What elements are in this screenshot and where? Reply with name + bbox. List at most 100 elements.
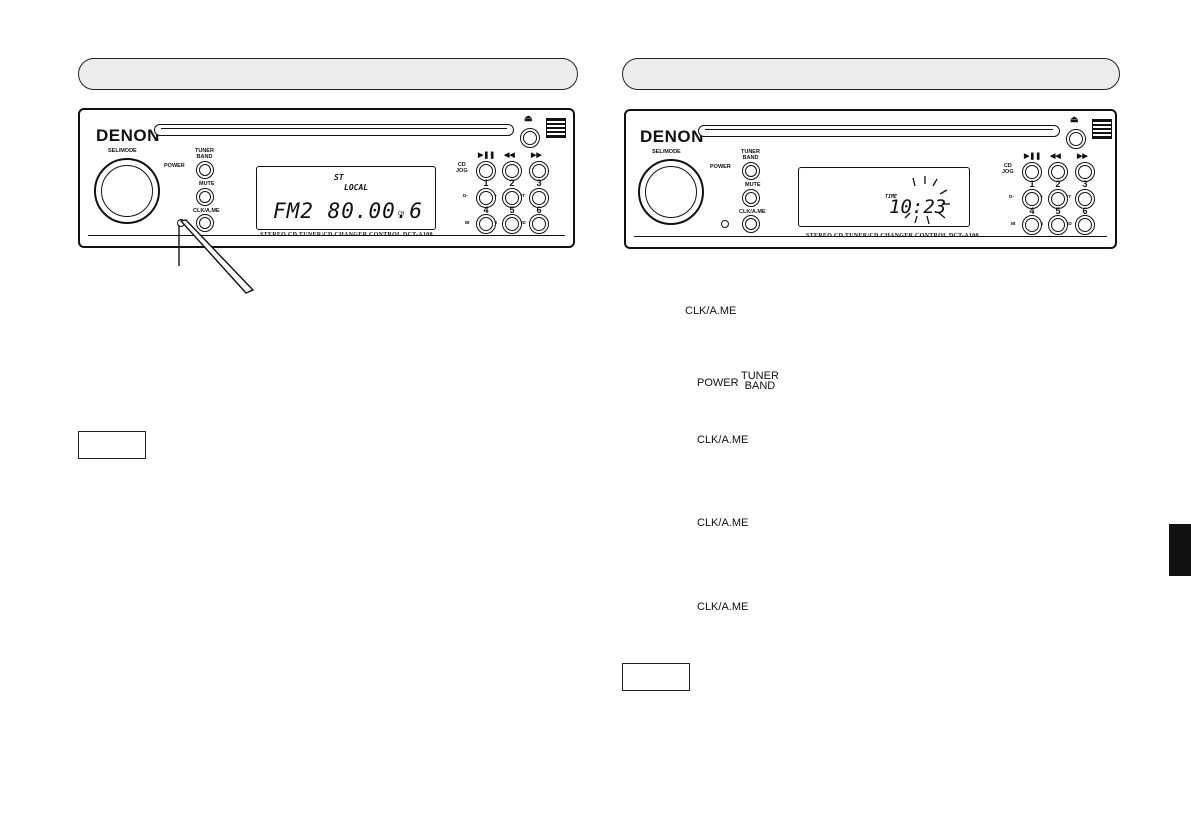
left-lcd-unit: CH xyxy=(398,211,405,217)
left-num-6: 6 xyxy=(536,205,542,215)
right-preset-1[interactable] xyxy=(1022,189,1042,209)
step4-key-label: CLK/A.ME xyxy=(697,517,749,529)
left-preset-4[interactable] xyxy=(476,214,496,234)
right-cd-slot xyxy=(698,125,1060,137)
right-reset-hole[interactable] xyxy=(721,220,729,228)
left-lcd-display: ST LOCAL FM2 80.00.6 CH xyxy=(256,166,436,230)
left-clk-ame-button[interactable] xyxy=(196,214,214,232)
left-tuner-band-button[interactable] xyxy=(196,161,214,179)
step5-key-label: CLK/A.ME xyxy=(697,601,749,613)
right-ib-label: IB xyxy=(1011,221,1016,226)
right-next-button[interactable] xyxy=(1075,162,1095,182)
left-num-1: 1 xyxy=(483,178,489,188)
left-brand-logo: DENON xyxy=(96,126,160,145)
right-preset-5[interactable] xyxy=(1048,215,1068,235)
right-model-line: STEREO CD TUNER/CD CHANGER CONTROL DCT-A… xyxy=(806,233,979,239)
left-knob-label: SEL/MODE xyxy=(108,148,137,154)
step2-power-key-label: POWER xyxy=(697,377,739,389)
right-sel-mode-knob[interactable] xyxy=(638,159,704,225)
step3-key-label: CLK/A.ME xyxy=(697,434,749,446)
left-prev-icon: ◀◀ xyxy=(504,152,515,159)
left-num-3: 3 xyxy=(536,178,542,188)
right-eject-icon: ⏏ xyxy=(1070,114,1079,124)
right-preset-6[interactable] xyxy=(1075,215,1095,235)
left-note-box xyxy=(78,431,146,459)
left-lcd-st: ST xyxy=(334,173,344,182)
right-tuner-band-button[interactable] xyxy=(742,162,760,180)
left-preset-5[interactable] xyxy=(502,214,522,234)
left-cd-slot xyxy=(154,124,514,136)
right-clk-ame-button[interactable] xyxy=(742,215,760,233)
right-play-button[interactable] xyxy=(1022,162,1042,182)
right-num-6: 6 xyxy=(1082,206,1088,216)
left-lcd-main: FM2 80.00.6 xyxy=(273,199,424,223)
left-clk-label: CLK/A.ME xyxy=(193,208,220,214)
right-preset-3[interactable] xyxy=(1075,189,1095,209)
right-play-pause-icon: ▶❚❚ xyxy=(1024,153,1042,160)
right-prev-button[interactable] xyxy=(1048,162,1068,182)
right-section-header xyxy=(622,58,1120,90)
right-preset-2[interactable] xyxy=(1048,189,1068,209)
right-preset-4[interactable] xyxy=(1022,215,1042,235)
right-next-icon: ▶▶ xyxy=(1077,153,1088,160)
left-cd-logo-icon xyxy=(546,118,566,138)
left-sel-mode-knob[interactable] xyxy=(94,158,160,224)
right-knob-label: SEL/MODE xyxy=(652,149,681,155)
step1-key-label: CLK/A.ME xyxy=(685,305,737,317)
right-note-box xyxy=(622,663,690,691)
left-num-2: 2 xyxy=(509,178,515,188)
step2-tuner-line: TUNER xyxy=(741,370,779,382)
right-power-label: POWER xyxy=(710,164,731,170)
right-unit-bottom-line xyxy=(634,236,1107,237)
left-prev-button[interactable] xyxy=(502,161,522,181)
right-mute-button[interactable] xyxy=(742,189,760,207)
left-dminus-label: D- xyxy=(463,193,468,198)
left-mute-button[interactable] xyxy=(196,188,214,206)
left-unit-bottom-line xyxy=(88,235,565,236)
right-cd-logo-icon xyxy=(1092,119,1112,139)
right-mute-label: MUTE xyxy=(745,182,761,188)
right-lcd-clock: 10:23 xyxy=(889,196,947,218)
step2-band-line: BAND xyxy=(744,380,776,392)
left-preset-1[interactable] xyxy=(476,188,496,208)
left-next-icon: ▶▶ xyxy=(531,152,542,159)
left-preset-2[interactable] xyxy=(502,188,522,208)
page-edge-tab xyxy=(1169,524,1191,576)
right-prev-icon: ◀◀ xyxy=(1050,153,1061,160)
right-lcd-blink-icon xyxy=(904,176,950,225)
left-num-4: 4 xyxy=(483,205,489,215)
left-section-header xyxy=(78,58,578,90)
right-clk-label: CLK/A.ME xyxy=(739,209,766,215)
right-num-3: 3 xyxy=(1082,179,1088,189)
left-ib-label: IB xyxy=(465,220,470,225)
right-num-4: 4 xyxy=(1029,206,1035,216)
right-num-2: 2 xyxy=(1055,179,1061,189)
right-lcd-display: TIME 10:23 xyxy=(798,167,970,227)
right-eject-button[interactable] xyxy=(1066,129,1086,149)
left-num-5: 5 xyxy=(509,205,515,215)
right-num-1: 1 xyxy=(1029,179,1035,189)
left-eject-button[interactable] xyxy=(520,128,540,148)
left-model-line: STEREO CD TUNER/CD CHANGER CONTROL DCT-A… xyxy=(260,232,433,238)
left-play-button[interactable] xyxy=(476,161,496,181)
right-brand-logo: DENON xyxy=(640,127,704,146)
right-dminus-label: D- xyxy=(1009,194,1014,199)
left-eject-icon: ⏏ xyxy=(524,113,533,123)
left-pen-icon xyxy=(179,219,255,294)
left-preset-3[interactable] xyxy=(529,188,549,208)
left-next-button[interactable] xyxy=(529,161,549,181)
left-power-label: POWER xyxy=(164,163,185,169)
left-preset-6[interactable] xyxy=(529,214,549,234)
left-lcd-local: LOCAL xyxy=(344,183,369,192)
left-play-pause-icon: ▶❚❚ xyxy=(478,152,496,159)
right-lcd-time-label: TIME xyxy=(885,194,898,200)
right-num-5: 5 xyxy=(1055,206,1061,216)
step2-tuner-band-key-label: TUNER BAND xyxy=(741,370,779,392)
